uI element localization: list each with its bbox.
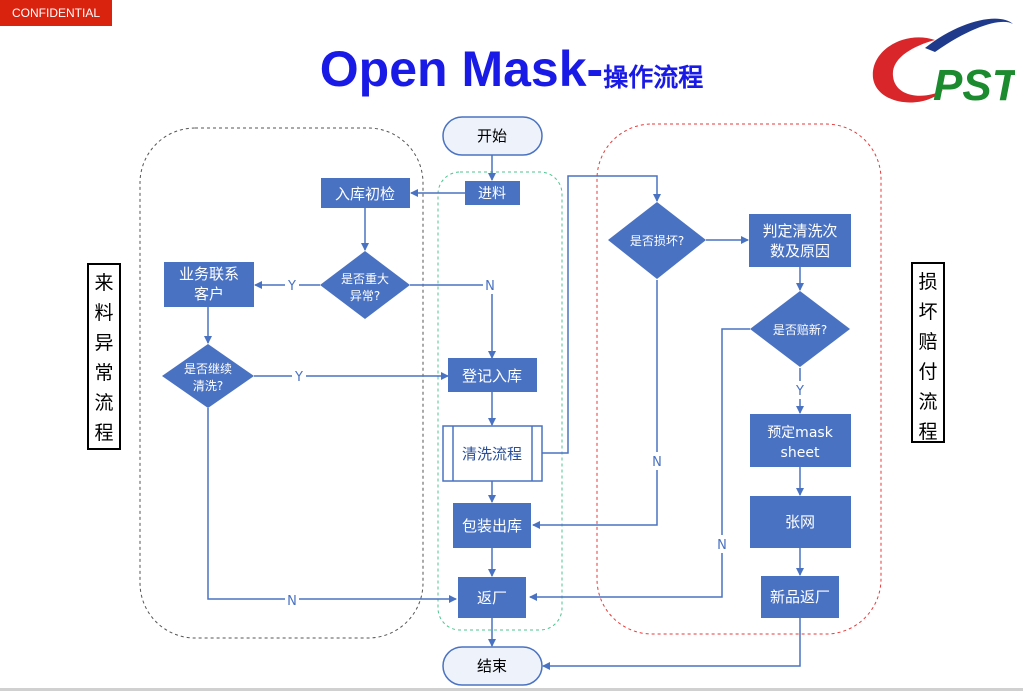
package-out-label: 包装出库 (462, 517, 522, 535)
order-mask-label-1: 预定mask (767, 425, 834, 441)
right-label-char: 程 (918, 421, 938, 443)
major-abnormal-decision (320, 251, 410, 319)
compensate-decision (750, 291, 850, 367)
contact-customer-label-2: 客户 (194, 285, 224, 303)
left-group-outline (139, 127, 424, 639)
right-label-char: 付 (918, 361, 938, 383)
intake-label: 进料 (478, 186, 506, 202)
left-label-char: 料 (94, 302, 114, 324)
right-label-char: 损 (918, 271, 938, 293)
pst-logo: PST (872, 18, 1015, 110)
right-label-char: 赔 (918, 331, 938, 353)
page-title: Open Mask-操作流程 (0, 40, 1023, 98)
edge-damaged-package (532, 280, 658, 529)
right-group-outline (596, 123, 882, 635)
damaged-decision (608, 202, 706, 279)
footer-divider (0, 688, 1023, 691)
order-mask-node (750, 414, 851, 467)
register-node (448, 358, 537, 392)
confidential-badge: CONFIDENTIAL (0, 0, 112, 26)
edge-label-n1: N (485, 279, 495, 294)
edge-label-n2: N (287, 594, 297, 609)
compensate-label: 是否赔新? (773, 322, 827, 337)
new-return-node (761, 576, 839, 618)
contact-customer-node (164, 262, 254, 307)
clean-process-node (442, 425, 543, 482)
end-node (442, 646, 543, 686)
return-factory-label: 返厂 (477, 589, 507, 607)
edge-compensate-return (529, 328, 750, 601)
judge-clean-label-2: 数及原因 (770, 242, 830, 260)
judge-clean-node (749, 214, 851, 267)
logo-blue-arc (925, 18, 1013, 53)
continue-clean-label-2: 清洗? (193, 379, 223, 393)
right-process-label: 损 坏 赔 付 流 程 (911, 262, 945, 443)
logo-red-swoosh (872, 37, 943, 103)
stretch-label: 张网 (785, 513, 815, 531)
damaged-label: 是否损坏? (630, 234, 684, 248)
start-node (442, 116, 543, 156)
continue-clean-decision (162, 344, 254, 408)
clean-process-label: 清洗流程 (462, 445, 522, 463)
order-mask-label-2: sheet (781, 445, 820, 461)
right-label-char: 坏 (918, 301, 938, 323)
stretch-node (750, 496, 851, 548)
initial-check-node (321, 178, 410, 208)
left-label-char: 流 (94, 392, 114, 414)
edge-label-y1: Y (287, 279, 296, 294)
left-label-char: 常 (94, 362, 114, 384)
new-return-label: 新品返厂 (770, 588, 830, 606)
title-english: Open Mask- (319, 41, 604, 97)
package-out-node (453, 503, 531, 548)
edge-abnormal-register (410, 284, 496, 359)
continue-clean-label-1: 是否继续 (184, 362, 232, 376)
edge-new-end (542, 618, 801, 670)
judge-clean-label-1: 判定清洗次 (762, 222, 837, 240)
edge-label-n3: N (652, 455, 662, 470)
edge-label-n4: N (717, 538, 727, 553)
edge-label-y3: Y (795, 384, 804, 399)
left-process-label: 来 料 异 常 流 程 (87, 263, 121, 450)
intake-node (465, 181, 520, 205)
title-chinese: 操作流程 (603, 63, 704, 92)
left-label-char: 来 (94, 272, 114, 294)
edge-clean-damaged (542, 175, 661, 454)
major-abnormal-label-2: 异常? (350, 289, 380, 303)
major-abnormal-label-1: 是否重大 (341, 272, 389, 286)
initial-check-label: 入库初检 (335, 185, 395, 203)
edge-label-y2: Y (294, 370, 303, 385)
left-label-char: 程 (94, 422, 114, 444)
center-group-outline (437, 171, 563, 631)
register-label: 登记入库 (462, 367, 522, 385)
right-label-char: 流 (918, 391, 938, 413)
return-factory-node (458, 577, 526, 618)
start-label: 开始 (477, 127, 507, 145)
logo-text: PST (933, 61, 1015, 110)
end-label: 结束 (477, 657, 507, 675)
edge-continue-return (207, 408, 457, 603)
left-label-char: 异 (94, 332, 114, 354)
contact-customer-label-1: 业务联系 (179, 265, 239, 283)
